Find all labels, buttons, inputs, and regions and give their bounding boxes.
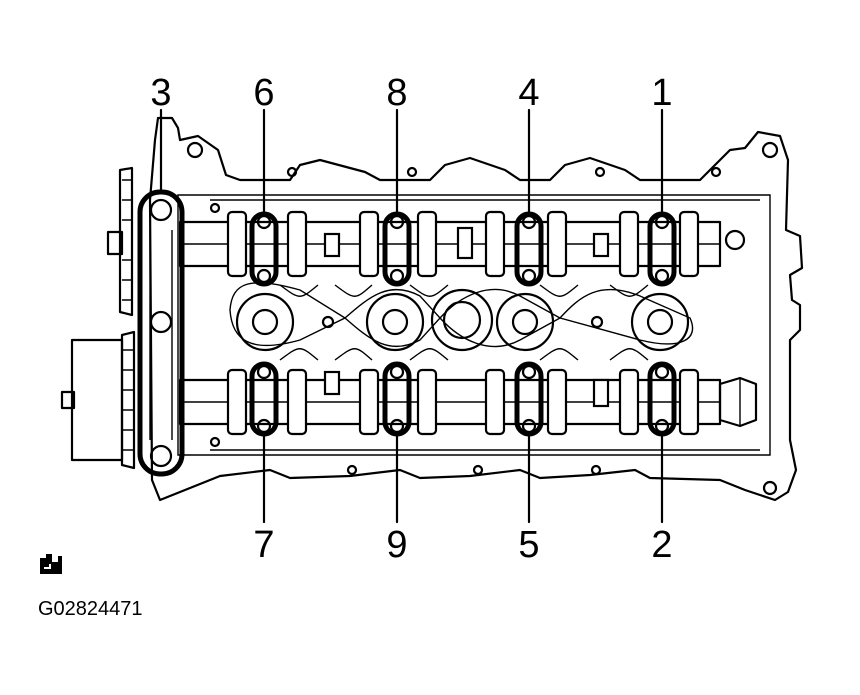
bearing-cap-bolt-4 <box>514 211 544 287</box>
valve-ribs <box>279 284 649 361</box>
callout-8: 8 <box>386 72 407 114</box>
exhaust-camshaft <box>178 368 758 436</box>
bearing-cap-bolt-6 <box>249 211 279 287</box>
mounting-holes <box>186 141 779 496</box>
callout-9: 9 <box>386 524 407 566</box>
timing-sprocket-intake <box>106 166 134 317</box>
callout-7: 7 <box>253 524 274 566</box>
figure-id-label: G02824471 <box>38 598 143 620</box>
callout-1: 1 <box>651 72 672 114</box>
callout-3: 3 <box>150 72 171 114</box>
spark-plug-bores <box>229 282 694 352</box>
bearing-cap-bolt-1 <box>647 211 677 287</box>
timing-sprocket-exhaust <box>60 330 136 470</box>
intake-camshaft <box>178 210 722 278</box>
bearing-cap-bolt-8 <box>382 211 412 287</box>
callout-4: 4 <box>518 72 539 114</box>
callout-5: 5 <box>518 524 539 566</box>
torque-wrench-icon <box>40 554 62 574</box>
callouts-bottom: 7 9 5 2 <box>253 524 672 566</box>
cylinder-head-outline <box>148 116 804 502</box>
callouts-top: 3 6 8 4 1 <box>150 72 672 114</box>
bearing-cap-bolt-3 <box>137 189 185 477</box>
callout-6: 6 <box>253 72 274 114</box>
callout-leaders <box>159 108 664 524</box>
callout-2: 2 <box>651 524 672 566</box>
